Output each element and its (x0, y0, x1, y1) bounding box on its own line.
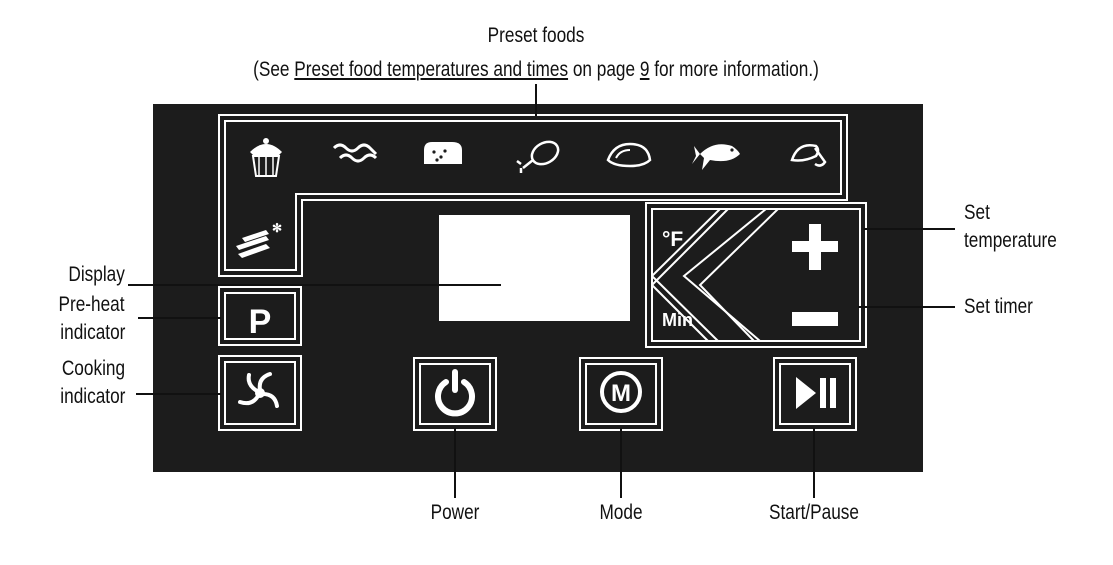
set-temperature-label-line2: temperature (964, 229, 1057, 252)
display-screen (439, 215, 630, 321)
start-pause-label: Start/Pause (769, 501, 859, 524)
preheat-label-line2: indicator (59, 321, 125, 344)
minutes-label: Min (662, 310, 693, 330)
chicken-wing-icon[interactable] (790, 144, 827, 167)
steak-icon[interactable] (606, 142, 652, 168)
cooking-label-line1: Cooking (61, 357, 125, 380)
cooking-label-line2: indicator (59, 385, 125, 408)
page-link[interactable]: 9 (639, 58, 650, 81)
minus-button[interactable] (792, 312, 838, 326)
fish-icon[interactable] (692, 144, 740, 170)
play-pause-icon (796, 377, 836, 409)
preset-foods-note: (See Preset food temperatures and times … (249, 57, 823, 83)
bread-icon[interactable] (424, 142, 462, 164)
callout-lines (128, 84, 955, 498)
fan-icon (238, 372, 279, 408)
plus-button[interactable] (792, 224, 838, 270)
preheat-indicator (218, 286, 302, 346)
bacon-icon[interactable] (332, 143, 378, 163)
note-suffix: for more information.) (649, 58, 819, 81)
note-prefix: (See (253, 58, 295, 81)
power-label: Power (430, 501, 480, 524)
snowflake-icon: ✻ (272, 221, 282, 235)
mode-icon (600, 371, 642, 413)
preset-temps-link[interactable]: Preset food temperatures and times (294, 58, 569, 81)
cupcake-icon[interactable] (250, 138, 282, 177)
note-mid: on page (568, 58, 640, 81)
set-timer-label: Set timer (964, 295, 1033, 318)
frozen-fries-icon[interactable]: ✻ (236, 221, 282, 258)
power-icon (435, 369, 475, 417)
preset-foods-title: Preset foods (487, 24, 585, 47)
mode-letter: M (611, 380, 631, 407)
preheat-letter: P (249, 303, 272, 341)
mode-label: Mode (599, 501, 643, 524)
preheat-label-line1: Pre-heat (58, 293, 125, 316)
temp-timer-pad (645, 202, 867, 348)
preset-foods-frame (218, 114, 848, 277)
fahrenheit-label: °F (662, 228, 683, 251)
chicken-drumstick-icon[interactable] (516, 137, 562, 173)
set-temperature-label-line1: Set (964, 201, 990, 224)
display-label: Display (68, 263, 125, 286)
